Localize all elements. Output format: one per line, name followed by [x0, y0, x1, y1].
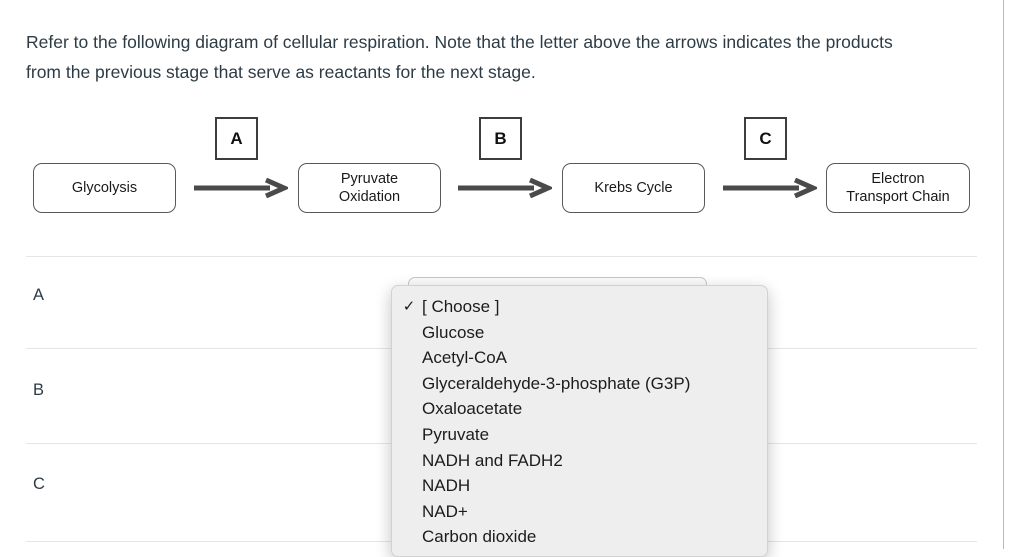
dropdown-option[interactable]: Acetyl-CoA: [392, 345, 767, 371]
arrow-letter-box-c: C: [744, 117, 787, 160]
arrow-letter-label: B: [494, 128, 507, 148]
dropdown-option-label: NADH and FADH2: [422, 450, 563, 470]
dropdown-option-label: Pyruvate: [422, 424, 490, 444]
answer-row-label-a: A: [33, 286, 45, 304]
dropdown-option[interactable]: Carbon dioxide: [392, 524, 767, 550]
dropdown-option-label: Carbon dioxide: [422, 527, 537, 547]
arrow-letter-box-a: A: [215, 117, 258, 160]
question-canvas: Refer to the following diagram of cellul…: [0, 32, 1003, 557]
answer-row-label-b: B: [33, 381, 45, 399]
row-divider: [26, 256, 977, 257]
dropdown-option[interactable]: NADH and FADH2: [392, 448, 767, 474]
dropdown-option-label: NAD+: [422, 501, 468, 521]
dropdown-option[interactable]: Oxaloacetate: [392, 396, 767, 422]
stage-label: Pyruvate Oxidation: [338, 171, 401, 205]
dropdown-option-label: Acetyl-CoA: [422, 348, 508, 368]
arrow-krebs-cycle-to-electron-transport-chain: [723, 178, 817, 198]
stage-box-pyruvate-oxidation: Pyruvate Oxidation: [298, 163, 441, 213]
stage-box-glycolysis: Glycolysis: [33, 163, 176, 213]
dropdown-option[interactable]: Glyceraldehyde-3-phosphate (G3P): [392, 371, 767, 397]
dropdown-option[interactable]: NADH: [392, 473, 767, 499]
stage-label: Krebs Cycle: [594, 180, 673, 196]
arrow-letter-box-b: B: [479, 117, 522, 160]
dropdown-option[interactable]: NAD+: [392, 499, 767, 525]
arrow-glycolysis-to-pyruvate-oxidation: [194, 178, 288, 198]
dropdown-option-label: [ Choose ]: [422, 297, 500, 316]
answer-select-a-dropdown[interactable]: ✓ [ Choose ] Glucose Acetyl-CoA Glyceral…: [391, 285, 768, 557]
arrow-pyruvate-oxidation-to-krebs-cycle: [458, 178, 552, 198]
stage-box-krebs-cycle: Krebs Cycle: [562, 163, 705, 213]
question-prompt: Refer to the following diagram of cellul…: [26, 32, 893, 82]
arrow-letter-label: A: [230, 128, 243, 148]
stage-label: Glycolysis: [71, 180, 138, 196]
answer-row-label-c: C: [33, 475, 45, 493]
dropdown-option[interactable]: Pyruvate: [392, 422, 767, 448]
stage-label: Electron Transport Chain: [846, 171, 950, 205]
check-icon: ✓: [402, 298, 416, 315]
dropdown-option[interactable]: Glucose: [392, 320, 767, 346]
dropdown-option-label: Oxaloacetate: [422, 399, 523, 419]
arrow-letter-label: C: [759, 128, 772, 148]
dropdown-option-label: Glucose: [422, 322, 485, 342]
dropdown-option-label: Glyceraldehyde-3-phosphate (G3P): [422, 373, 691, 393]
stage-box-electron-transport-chain: Electron Transport Chain: [826, 163, 970, 213]
page-right-gutter: [1003, 0, 1024, 549]
dropdown-option[interactable]: ✓ [ Choose ]: [392, 294, 767, 320]
cellular-respiration-diagram: Glycolysis Pyruvate Oxidation Krebs Cycl…: [0, 110, 1003, 225]
dropdown-option-label: NADH: [422, 476, 471, 496]
